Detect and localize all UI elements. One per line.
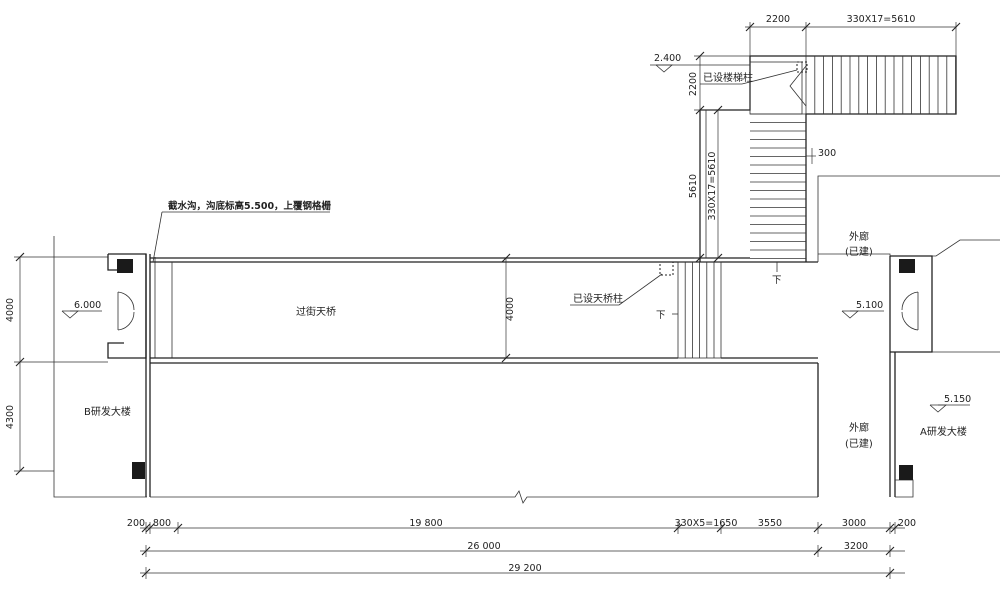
column-a-upper (899, 259, 915, 273)
dim-left-lower: 4300 (5, 405, 16, 429)
existing-stair-column (796, 61, 808, 73)
dim-top-run: 330X17=5610 (847, 14, 916, 25)
dim-tick (141, 523, 151, 533)
dim-tick (813, 523, 823, 533)
stair-lower (677, 261, 722, 359)
column-b-upper (117, 259, 133, 273)
dim-stair-300 (805, 148, 816, 164)
dim-bridge-width (501, 253, 511, 363)
corridor-lower-label: 外廊 (849, 421, 869, 434)
leader-bridge-col (618, 273, 663, 306)
level-markers (61, 64, 970, 413)
dim-tick (813, 546, 823, 556)
dim-b3-29200: 29 200 (508, 563, 541, 574)
existing-bridge-col-label: 已设天桥柱 (573, 292, 623, 305)
level-landing: 2.400 (654, 53, 681, 64)
dim-b2-26000: 26 000 (467, 541, 500, 552)
level-a-corridor: 5.100 (856, 300, 883, 311)
dim-tick (885, 568, 895, 578)
dim-tick (890, 523, 900, 533)
dim-b1-3550: 3550 (758, 518, 782, 529)
door-b (117, 291, 135, 331)
dim-b2-3200: 3200 (844, 541, 868, 552)
dim-stair-run-total: 5610 (688, 174, 699, 198)
dim-b1-1650: 330X5=1650 (675, 518, 738, 529)
dim-tick (716, 523, 726, 533)
dim-b1-800: 800 (153, 518, 171, 529)
building-a-label: A研发大楼 (920, 425, 967, 438)
bridge-outline (150, 257, 819, 504)
existing-bridge-column (659, 261, 674, 276)
column-b-lower (132, 462, 145, 479)
level-a-floor: 5.150 (944, 394, 971, 405)
down-label-bridge: 下 (656, 310, 666, 321)
stair-upper (699, 55, 957, 262)
dim-tick (141, 546, 151, 556)
dim-b1-3000: 3000 (842, 518, 866, 529)
dim-left-upper: 4000 (5, 298, 16, 322)
dim-top (745, 22, 961, 56)
building-b-label: B研发大楼 (84, 405, 131, 418)
dim-tick (145, 523, 155, 533)
corridor-upper-label: 外廊 (849, 230, 869, 243)
down-label-stair: 下 (772, 275, 782, 286)
dim-top-landing: 2200 (766, 14, 790, 25)
leader-gutter (152, 211, 163, 263)
dim-stair-run-detail: 330X17=5610 (707, 152, 718, 221)
corridor-upper-built: (已建) (845, 245, 873, 258)
bridge-width-dim: 4000 (505, 297, 516, 321)
dim-b1-200: 200 (127, 518, 145, 529)
leader-stair-col (741, 69, 798, 85)
building-b-outline (53, 236, 156, 498)
corridor-a (817, 175, 1000, 498)
door-a (901, 291, 919, 331)
dim-bottom (140, 522, 905, 579)
dim-stair-landing: 2200 (688, 72, 699, 96)
existing-stair-col-label: 已设楼梯柱 (703, 71, 753, 84)
gutter-note: 截水沟，沟底标高5.500，上覆钢格栅 (168, 200, 332, 212)
column-a-lower (899, 465, 913, 480)
dim-tick (141, 568, 151, 578)
dim-b1-19800: 19 800 (409, 518, 442, 529)
level-b-floor: 6.000 (74, 300, 101, 311)
dim-tick (885, 546, 895, 556)
dim-tick (673, 523, 683, 533)
dim-tick (173, 523, 183, 533)
stair-offset-dim: 300 (818, 148, 836, 159)
dim-b1-200b: 200 (898, 518, 916, 529)
dim-tick (885, 523, 895, 533)
dim-stair-vertical (694, 51, 750, 263)
bridge-label: 过街天桥 (296, 305, 336, 318)
corridor-lower-built: (已建) (845, 437, 873, 450)
dim-left (14, 252, 54, 476)
